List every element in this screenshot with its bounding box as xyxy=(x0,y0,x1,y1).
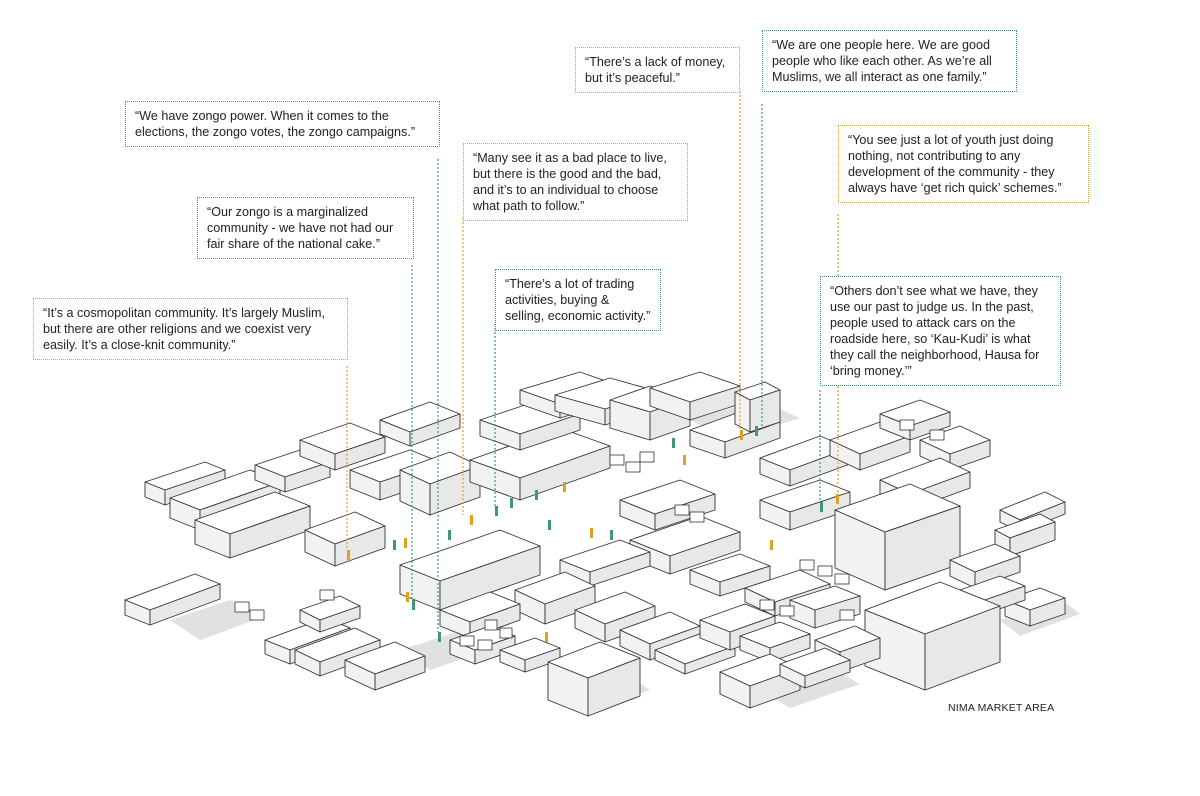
quote-kau-kudi: “Others don’t see what we have, they use… xyxy=(820,276,1061,386)
quote-lack-of-money: “There’s a lack of money, but it’s peace… xyxy=(575,47,740,93)
buildings xyxy=(124,371,1066,717)
map-caption: NIMA MARKET AREA xyxy=(948,702,1055,714)
quote-marginalized: “Our zongo is a marginalized community -… xyxy=(197,197,414,259)
quote-zongo-power: “We have zongo power. When it comes to t… xyxy=(125,101,440,147)
quote-one-people: “We are one people here. We are good peo… xyxy=(762,30,1017,92)
people-figures xyxy=(347,426,839,642)
small-buildings xyxy=(234,419,945,651)
quote-bad-place: “Many see it as a bad place to live, but… xyxy=(463,143,688,221)
quote-trading: “There’s a lot of trading activities, bu… xyxy=(495,269,661,331)
quote-cosmopolitan: “It’s a cosmopolitan community. It’s lar… xyxy=(33,298,348,360)
quote-youth: “You see just a lot of youth just doing … xyxy=(838,125,1089,203)
